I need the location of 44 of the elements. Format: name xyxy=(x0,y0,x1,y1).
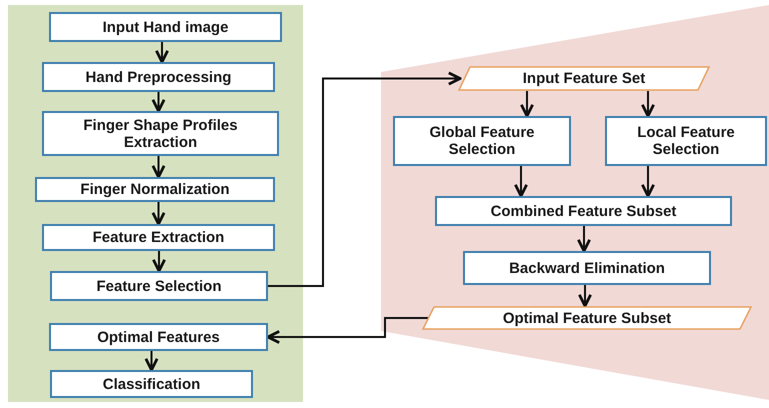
arrow xyxy=(155,42,169,64)
box-label: Input Hand image xyxy=(102,18,228,36)
arrow xyxy=(641,91,655,118)
data-parallelogram xyxy=(422,306,752,330)
process-box xyxy=(393,116,571,166)
arrow xyxy=(152,156,166,178)
arrow xyxy=(144,351,158,372)
arrow xyxy=(266,317,428,344)
arrow xyxy=(514,166,528,198)
box-label: Finger Normalization xyxy=(80,181,230,198)
box-label: Feature Extraction xyxy=(92,229,224,246)
box-label: Feature Selection xyxy=(96,278,222,294)
arrow xyxy=(577,226,591,252)
arrow xyxy=(152,202,166,226)
box-label: Backward Elimination xyxy=(509,260,665,276)
process-box xyxy=(42,111,279,156)
arrow xyxy=(152,251,166,272)
process-box xyxy=(49,12,282,42)
process-box xyxy=(50,271,268,301)
box-label: Combined Feature Subset xyxy=(490,202,676,220)
process-box xyxy=(49,323,268,351)
process-box xyxy=(435,196,732,226)
process-box xyxy=(35,177,275,202)
process-box xyxy=(42,224,275,251)
arrow xyxy=(578,285,592,308)
data-parallelogram xyxy=(458,66,710,91)
process-box xyxy=(463,251,711,285)
box-label: Local Feature Selection xyxy=(636,124,736,158)
arrow xyxy=(152,92,166,112)
box-label: Input Feature Set xyxy=(522,70,646,87)
box-label: Classification xyxy=(102,376,200,392)
trapezoid-panel xyxy=(381,5,769,403)
box-label: Finger Shape Profiles Extraction xyxy=(82,116,239,150)
process-box xyxy=(605,116,767,166)
process-box xyxy=(50,370,253,398)
arrow xyxy=(520,91,534,118)
arrow xyxy=(641,166,655,198)
box-label: Global Feature Selection xyxy=(428,124,536,158)
process-box xyxy=(42,62,275,92)
box-label: Hand Preprocessing xyxy=(86,68,232,86)
box-label: Optimal Features xyxy=(97,328,220,346)
panel-background xyxy=(8,5,303,402)
arrow xyxy=(268,72,462,287)
box-label: Optimal Feature Subset xyxy=(502,310,672,326)
